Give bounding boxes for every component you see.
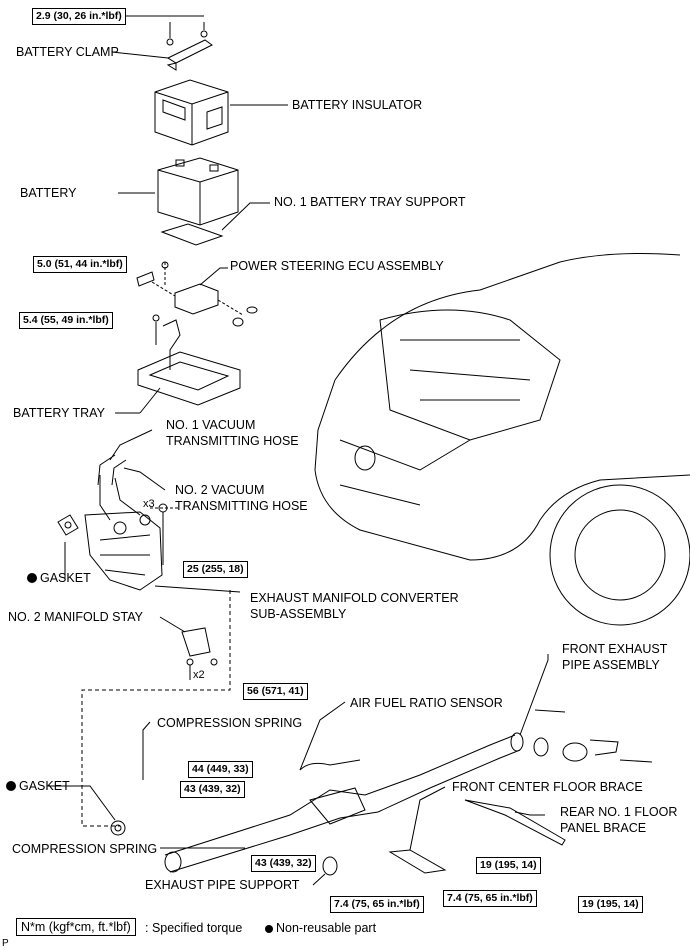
nonreusable-dot xyxy=(6,781,16,791)
torque-spring-top: 43 (439, 32) xyxy=(180,781,245,798)
label-exhaust-manifold-2: SUB-ASSEMBLY xyxy=(250,607,347,621)
label-rear-no1-floor-2: PANEL BRACE xyxy=(560,821,647,835)
legend-nonreusable-text: Non-reusable part xyxy=(276,921,377,935)
torque-front-brace-right: 7.4 (75, 65 in.*lbf) xyxy=(443,890,537,907)
legend-dot xyxy=(265,925,273,933)
torque-front-brace-left: 7.4 (75, 65 in.*lbf) xyxy=(330,896,424,913)
battery-tray-part xyxy=(137,314,241,406)
torque-ecu-bracket: 5.0 (51, 44 in.*lbf) xyxy=(33,256,127,273)
exhaust-manifold-part xyxy=(84,503,180,591)
gasket-top-text: GASKET xyxy=(40,571,91,585)
label-x2: x2 xyxy=(193,669,205,681)
torque-sensor: 44 (449, 33) xyxy=(188,761,253,778)
label-x3: x3 xyxy=(143,498,155,510)
legend-specified-torque: : Specified torque xyxy=(145,921,243,935)
label-exhaust-pipe-support: EXHAUST PIPE SUPPORT xyxy=(145,878,300,892)
label-front-exhaust-pipe-2: PIPE ASSEMBLY xyxy=(562,658,660,672)
label-battery: BATTERY xyxy=(20,186,77,200)
label-battery-insulator: BATTERY INSULATOR xyxy=(292,98,423,112)
power-steering-ecu-part xyxy=(136,261,258,327)
legend-unit-box: N*m (kgf*cm, ft.*lbf) xyxy=(16,918,136,936)
battery-part xyxy=(157,157,239,226)
label-no1-vacuum-hose-1: NO. 1 VACUUM xyxy=(166,418,256,432)
label-front-exhaust-pipe-1: FRONT EXHAUST xyxy=(562,642,668,656)
label-battery-clamp: BATTERY CLAMP xyxy=(16,45,119,59)
nonreusable-dot xyxy=(27,573,37,583)
battery-insulator-part xyxy=(154,79,229,146)
torque-rear-brace-bottom: 19 (195, 14) xyxy=(578,896,643,913)
front-exhaust-pipe-part xyxy=(110,709,653,876)
label-battery-tray-support: NO. 1 BATTERY TRAY SUPPORT xyxy=(274,195,466,209)
torque-manifold: 25 (255, 18) xyxy=(183,561,248,578)
gasket-bottom-text: GASKET xyxy=(19,779,70,793)
label-compression-spring-top: COMPRESSION SPRING xyxy=(157,716,303,730)
label-exhaust-manifold-1: EXHAUST MANIFOLD CONVERTER xyxy=(250,591,459,605)
label-compression-spring-bottom: COMPRESSION SPRING xyxy=(12,842,158,856)
label-no2-manifold-stay: NO. 2 MANIFOLD STAY xyxy=(8,610,143,624)
corner-mark: P xyxy=(2,938,9,949)
label-rear-no1-floor-1: REAR NO. 1 FLOOR xyxy=(560,805,678,819)
label-front-center-floor-brace: FRONT CENTER FLOOR BRACE xyxy=(452,780,643,794)
torque-clamp: 2.9 (30, 26 in.*lbf) xyxy=(32,8,126,25)
label-gasket-bottom: GASKET xyxy=(6,779,70,793)
label-air-fuel-sensor: AIR FUEL RATIO SENSOR xyxy=(350,696,503,710)
label-power-steering-ecu: POWER STEERING ECU ASSEMBLY xyxy=(230,259,444,273)
torque-stay: 56 (571, 41) xyxy=(243,683,308,700)
torque-rear-brace-top: 19 (195, 14) xyxy=(476,857,541,874)
label-battery-tray: BATTERY TRAY xyxy=(13,406,105,420)
label-gasket-top: GASKET xyxy=(27,571,91,585)
torque-spring-bottom: 43 (439, 32) xyxy=(251,855,316,872)
legend-nonreusable: Non-reusable part xyxy=(265,921,376,935)
car-front-illustration xyxy=(314,253,690,626)
label-no2-vacuum-hose-2: TRANSMITTING HOSE xyxy=(175,499,308,513)
battery-clamp-part xyxy=(118,15,213,71)
battery-tray-support-part xyxy=(160,223,224,246)
label-no2-vacuum-hose-1: NO. 2 VACUUM xyxy=(175,483,265,497)
torque-tray: 5.4 (55, 49 in.*lbf) xyxy=(19,312,113,329)
label-no1-vacuum-hose-2: TRANSMITTING HOSE xyxy=(166,434,299,448)
